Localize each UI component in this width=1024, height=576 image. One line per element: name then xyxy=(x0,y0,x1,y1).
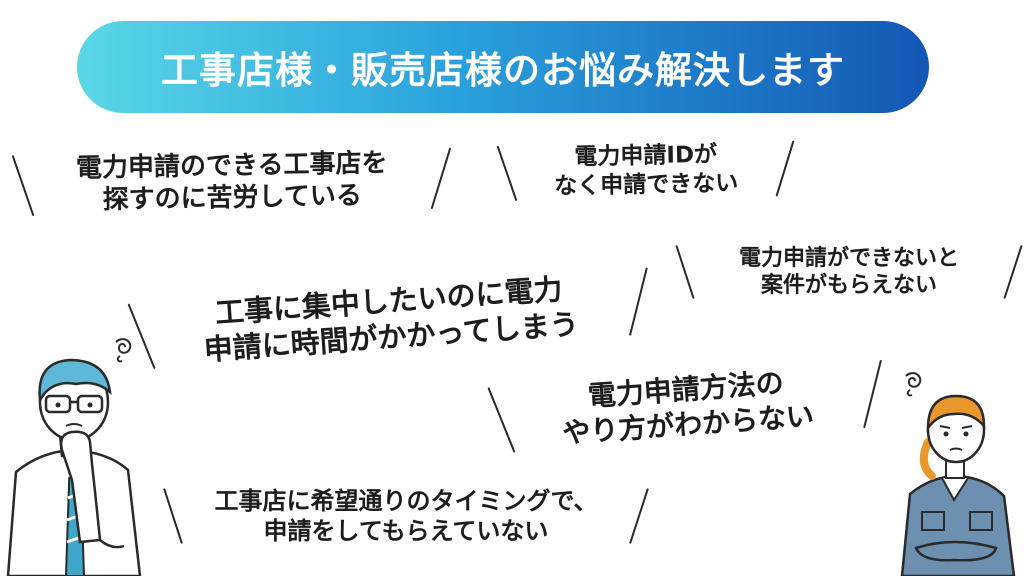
concern-bubble: 電力申請のできる工事店を 探すのに苦労している xyxy=(11,134,452,229)
concern-line: 探すのに苦労している xyxy=(102,180,363,216)
banner-title: 工事店様・販売店様のお悩み解決します xyxy=(161,49,845,92)
slash-mark xyxy=(628,267,648,336)
concern-line: なく申請できない xyxy=(554,170,739,200)
title-banner: 工事店様・販売店様のお悩み解決します xyxy=(77,21,929,113)
concern-line: 電力申請のできる工事店を xyxy=(75,147,388,184)
concern-bubble: 電力申請ができないと 案件がもらえない xyxy=(675,236,1023,308)
worried-man-icon xyxy=(6,338,142,576)
concern-line: 申請をしてもらえていない xyxy=(263,517,549,545)
concern-bubble: 電力申請IDが なく申請できない xyxy=(496,130,795,213)
slash-mark xyxy=(675,245,695,299)
slash-mark xyxy=(11,155,35,217)
slash-mark xyxy=(775,140,795,197)
concern-line: 電力申請IDが xyxy=(574,142,718,171)
slash-mark xyxy=(430,147,452,210)
worried-woman-icon xyxy=(900,372,1016,576)
slash-mark xyxy=(163,488,183,544)
concern-line: 案件がもらえない xyxy=(760,273,937,298)
concern-bubble: 工事店に希望通りのタイミングで、 申請をしてもらえていない xyxy=(163,476,649,556)
concern-bubble: 電力申請方法の やり方がわからない xyxy=(487,349,882,465)
slash-mark xyxy=(496,145,518,202)
slash-mark xyxy=(863,359,882,429)
slash-mark xyxy=(1003,245,1023,299)
slash-mark xyxy=(487,387,516,453)
concern-line: 工事店に希望通りのタイミングで、 xyxy=(214,487,598,515)
concern-bubble: 工事に集中したいのに電力 申請に時間がかかってしまう xyxy=(127,255,648,384)
slash-mark xyxy=(629,488,649,544)
concern-line: 電力申請ができないと xyxy=(738,245,959,271)
